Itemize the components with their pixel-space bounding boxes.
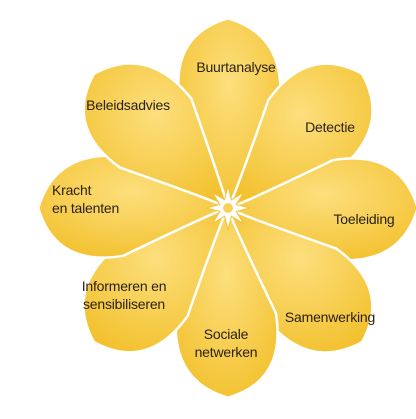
petal-label-buurtanalyse: Buurtanalyse <box>196 59 276 75</box>
petal-label-line: Beleidsadvies <box>86 97 170 113</box>
petal-label-line: en talenten <box>52 200 119 216</box>
labels-layer: BuurtanalyseDetectieToeleidingSamenwerki… <box>52 59 395 360</box>
center-layer <box>205 185 251 231</box>
petal-label-sociale-netwerken: Sociale netwerken <box>195 326 258 360</box>
petal-label-beleidsadvies: Beleidsadvies <box>86 97 170 113</box>
petal-label-line: Kracht <box>52 182 92 198</box>
petal-label-line: Detectie <box>305 119 355 135</box>
petal-label-line: netwerken <box>195 344 258 360</box>
petal-label-line: sensibiliseren <box>83 296 165 312</box>
petals-layer <box>37 17 416 399</box>
petal-label-line: Toeleiding <box>333 211 394 227</box>
petal-label-kracht-en-talenten: Kracht en talenten <box>52 182 119 216</box>
center-dot <box>223 203 233 213</box>
petal-label-informeren-en-sensibiliseren: Informeren en sensibiliseren <box>82 278 167 312</box>
petal-label-detectie: Detectie <box>305 119 355 135</box>
petal-label-line: Informeren en <box>82 278 167 294</box>
petal-label-samenwerking: Samenwerking <box>285 309 375 325</box>
petal-label-line: Sociale <box>204 326 249 342</box>
petal-label-line: Samenwerking <box>285 309 375 325</box>
petal-beleidsadvies <box>82 62 230 210</box>
petal-label-toeleiding: Toeleiding <box>333 211 394 227</box>
petal-label-line: Buurtanalyse <box>196 59 276 75</box>
